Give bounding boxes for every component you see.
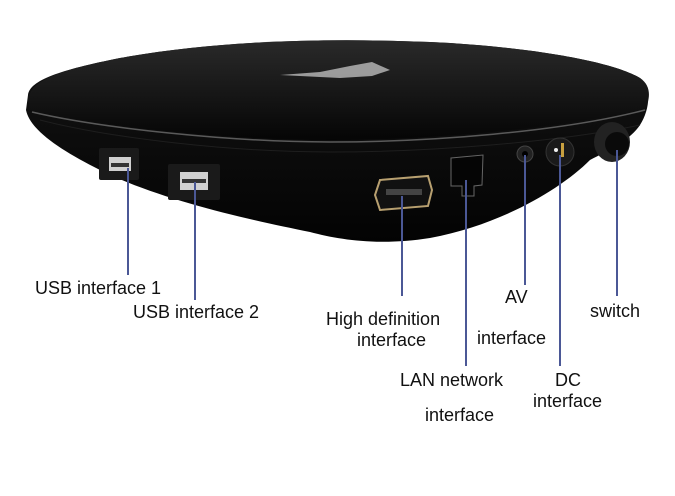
label-av-line2: interface [477,328,547,348]
label-lan-line2: interface [425,405,495,425]
label-usb-interface-1: USB interface 1 [35,278,162,298]
dc-port [545,137,575,167]
label-switch: switch [590,301,641,321]
label-dc-line2: interface [533,391,603,411]
usb-port-1 [99,148,139,180]
av-port [516,145,534,163]
lan-port [450,154,484,197]
power-switch [594,122,630,162]
label-usb-interface-2: USB interface 2 [133,302,260,322]
label-dc-line1: DC [555,370,581,390]
label-hdmi-line2: interface [357,330,427,350]
label-hdmi-line1: High definition [326,309,441,329]
hdmi-port [373,174,434,212]
label-lan-line1: LAN network [400,370,504,390]
label-av-line1: AV [505,287,528,307]
logo [280,62,390,78]
callout-lines [127,150,618,366]
